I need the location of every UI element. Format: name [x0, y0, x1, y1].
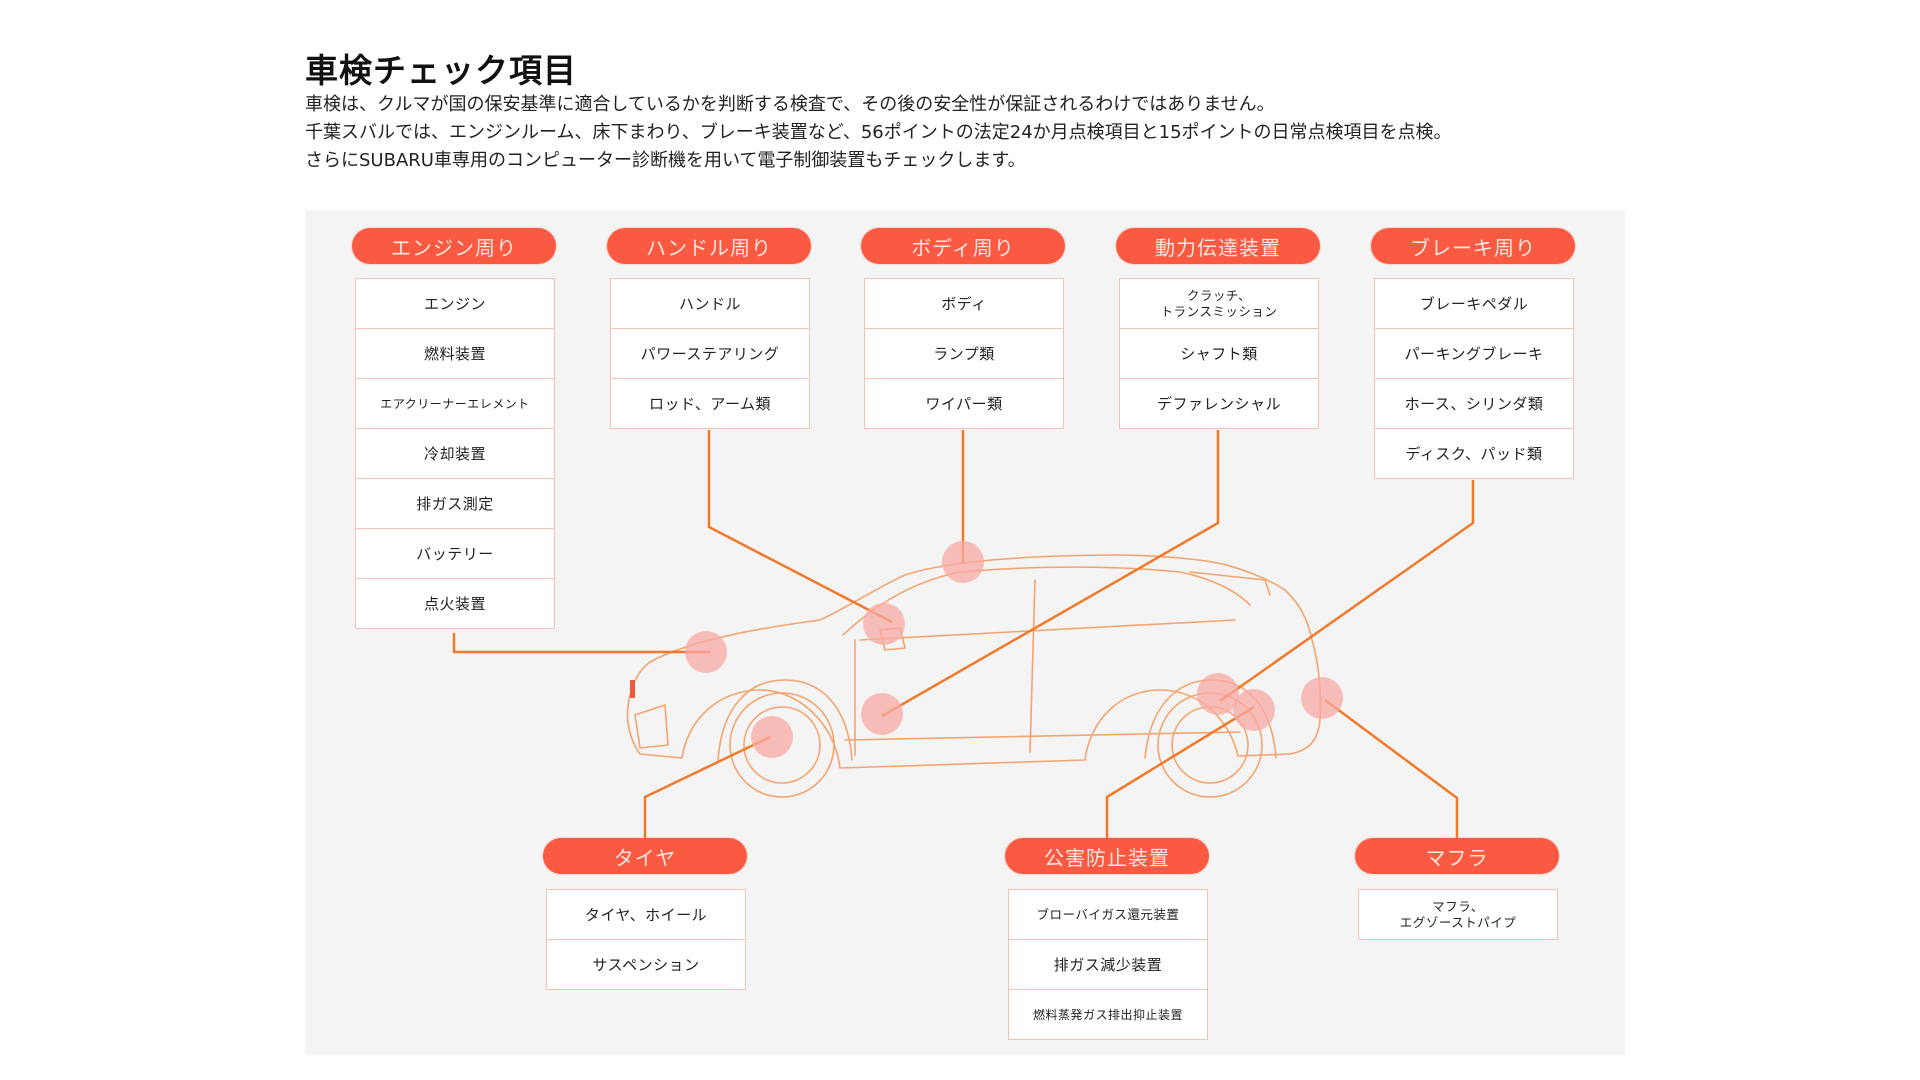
list-item: エンジン	[356, 279, 554, 329]
category-drivetrain: 動力伝達装置	[1116, 228, 1320, 264]
description-line-1: 車検は、クルマが国の保安基準に適合しているかを判断する検査で、その後の安全性が保…	[305, 94, 1275, 115]
drivetrain-items: クラッチ、 トランスミッション シャフト類 デファレンシャル	[1119, 278, 1319, 429]
list-item: ブレーキペダル	[1375, 279, 1573, 329]
list-item: 排ガス減少装置	[1009, 940, 1207, 990]
list-item: 燃料装置	[356, 329, 554, 379]
brake-items: ブレーキペダル パーキングブレーキ ホース、シリンダ類 ディスク、パッド類	[1374, 278, 1574, 479]
list-item: ホース、シリンダ類	[1375, 379, 1573, 429]
description-line-3: さらにSUBARU車専用のコンピューター診断機を用いて電子制御装置もチェックしま…	[305, 150, 1026, 171]
engine-items: エンジン 燃料装置 エアクリーナーエレメント 冷却装置 排ガス測定 バッテリー …	[355, 278, 555, 629]
list-item: デファレンシャル	[1156, 394, 1281, 413]
muffler-items: マフラ、 エグゾーストパイプ	[1358, 889, 1558, 940]
category-handle: ハンドル周り	[607, 228, 811, 264]
list-item: 点火装置	[423, 594, 486, 613]
list-item: 燃料蒸発ガス排出抑止装置	[1032, 1007, 1183, 1022]
body-items: ボディ ランプ類 ワイパー類	[864, 278, 1064, 429]
list-item: 排ガス測定	[356, 479, 554, 529]
list-item: ランプ類	[865, 329, 1063, 379]
category-body: ボディ周り	[861, 228, 1065, 264]
handle-items: ハンドル パワーステアリング ロッド、アーム類	[610, 278, 810, 429]
list-item: サスペンション	[592, 955, 700, 974]
list-item: ブローバイガス還元装置	[1009, 890, 1207, 940]
list-item: クラッチ、 トランスミッション	[1120, 279, 1318, 329]
list-item: 冷却装置	[356, 429, 554, 479]
category-muffler: マフラ	[1355, 838, 1559, 874]
list-item: バッテリー	[356, 529, 554, 579]
list-item: パーキングブレーキ	[1375, 329, 1573, 379]
list-item: シャフト類	[1120, 329, 1318, 379]
list-item: ディスク、パッド類	[1405, 444, 1543, 463]
page-title: 車検チェック項目	[305, 51, 577, 90]
list-item: ハンドル	[611, 279, 809, 329]
category-tire: タイヤ	[543, 838, 747, 874]
tire-items: タイヤ、ホイール サスペンション	[546, 889, 746, 990]
list-item: マフラ、 エグゾーストパイプ	[1399, 898, 1517, 930]
category-brake: ブレーキ周り	[1371, 228, 1575, 264]
category-emission-control: 公害防止装置	[1005, 838, 1209, 874]
list-item: ボディ	[865, 279, 1063, 329]
list-item: タイヤ、ホイール	[547, 890, 745, 940]
list-item: エアクリーナーエレメント	[356, 379, 554, 429]
emission-control-items: ブローバイガス還元装置 排ガス減少装置 燃料蒸発ガス排出抑止装置	[1008, 889, 1208, 1040]
category-engine: エンジン周り	[352, 228, 556, 264]
description-line-2: 千葉スバルでは、エンジンルーム、床下まわり、ブレーキ装置など、56ポイントの法定…	[305, 122, 1452, 143]
list-item: ワイパー類	[925, 394, 1003, 413]
list-item: ロッド、アーム類	[648, 394, 772, 413]
list-item: パワーステアリング	[611, 329, 809, 379]
